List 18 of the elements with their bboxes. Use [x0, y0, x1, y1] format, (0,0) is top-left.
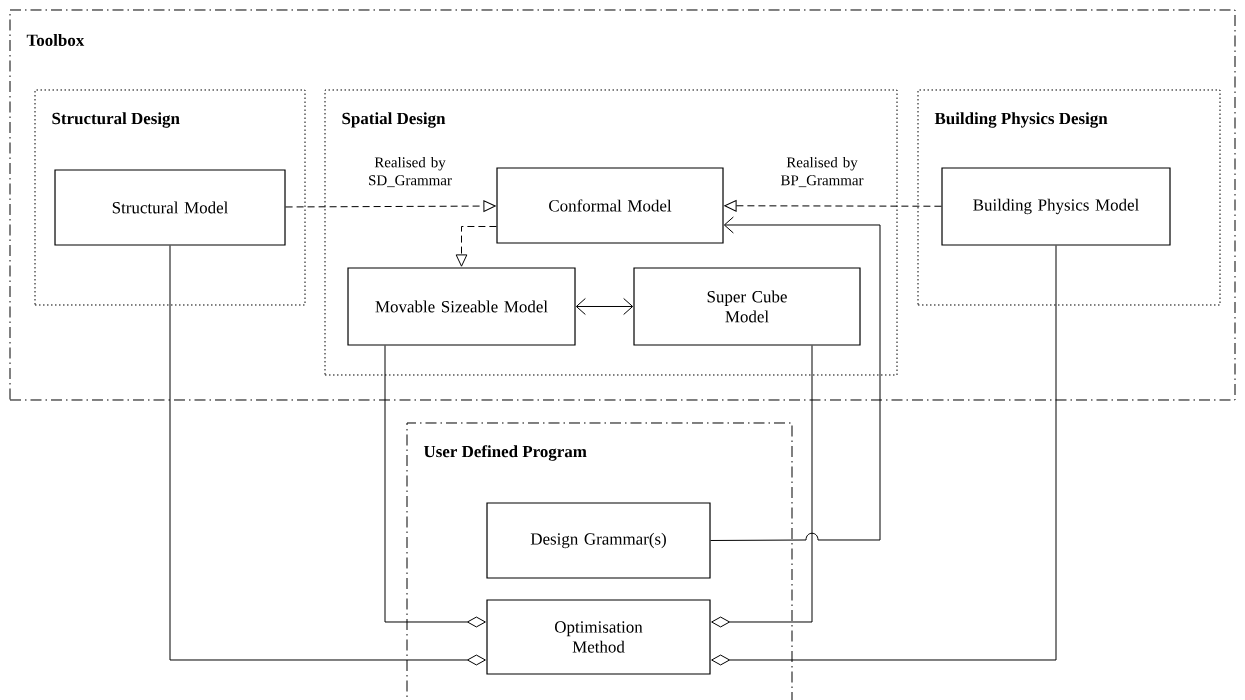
model-box: Optimisation Method	[486, 599, 711, 675]
arrow	[575, 298, 634, 315]
model-box: Super Cube Model	[633, 267, 861, 346]
connector	[169, 245, 486, 666]
connector	[711, 345, 813, 628]
model-box: Conformal Model	[496, 167, 724, 244]
model-box: Structural Model	[54, 169, 286, 246]
model-box: Building Physics Model	[941, 167, 1171, 246]
connector	[384, 345, 486, 628]
model-box: Design Grammar(s)	[486, 502, 711, 579]
edge-label: Realised by BP_Grammar	[768, 155, 876, 189]
dashed-arrow	[724, 199, 942, 212]
connector	[711, 245, 1057, 666]
model-box: Movable Sizeable Model	[347, 267, 576, 346]
edge-label: Realised by SD_Grammar	[356, 155, 464, 189]
dashed-arrow	[285, 200, 496, 212]
arrow	[710, 216, 881, 541]
dashed-arrow	[455, 226, 497, 267]
